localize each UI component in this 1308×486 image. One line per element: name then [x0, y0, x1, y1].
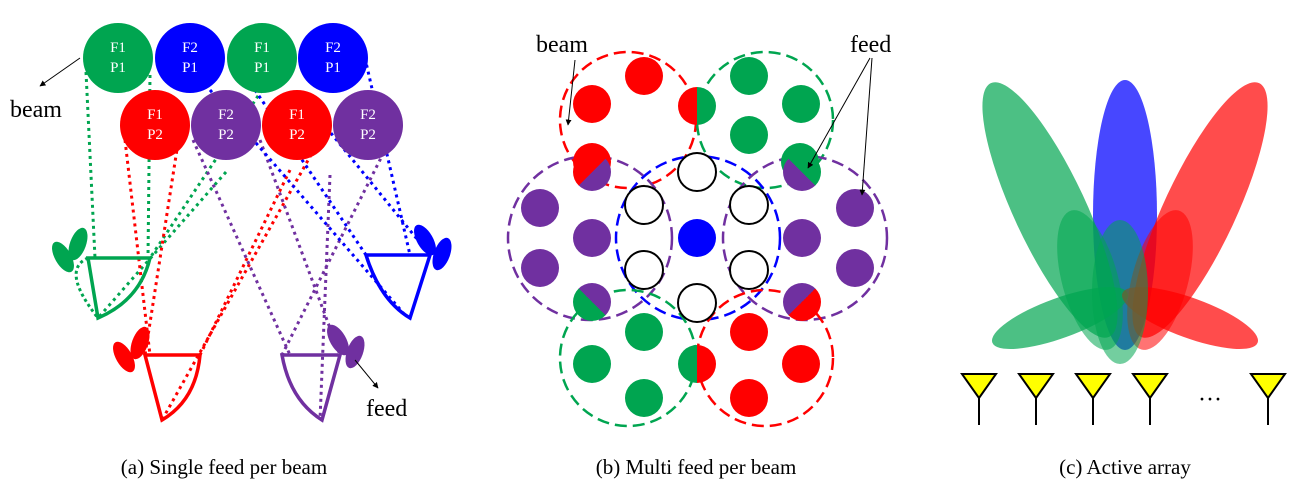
beam-freq: F2 — [360, 107, 376, 123]
beam-pol: P1 — [110, 60, 126, 76]
beam-freq: F2 — [325, 40, 341, 56]
caption-c: (c) Active array — [1059, 455, 1191, 479]
beam-circle: F2 P1 — [155, 23, 225, 93]
panel-single-feed: F1 P1 F2 P1 F1 P1 F2 P1 F1 — [10, 23, 452, 479]
radiation-lobes — [982, 80, 1268, 364]
beam-freq: F2 — [182, 40, 198, 56]
panel-active-array: ··· (c) Active array — [960, 80, 1287, 479]
beam-label: beam — [10, 97, 62, 123]
beam-pol: P1 — [325, 60, 341, 76]
feed-dots — [521, 57, 874, 417]
feed-arrow-b2 — [859, 57, 873, 196]
beam-freq: F1 — [110, 40, 126, 56]
beam-circle: F2 P1 — [298, 23, 368, 93]
antenna-element — [1017, 373, 1055, 425]
feed-arrow-b1 — [807, 57, 871, 169]
beam-circle: F1 P1 — [227, 23, 297, 93]
caption-a: (a) Single feed per beam — [121, 455, 327, 479]
reflector-blue — [363, 224, 452, 321]
beam-pol: P2 — [147, 127, 163, 143]
beam-pol: P2 — [289, 127, 305, 143]
beam-pol: P2 — [360, 127, 376, 143]
beam-circles-top: F1 P1 F2 P1 F1 P1 F2 P1 — [83, 23, 368, 93]
beam-circle: F2 P2 — [333, 90, 403, 160]
feed-arrow — [354, 359, 379, 389]
beam-pol: P1 — [254, 60, 270, 76]
beam-circle: F1 P2 — [120, 90, 190, 160]
reflector-green — [52, 227, 153, 321]
panel-multi-feed: beam feed (b) Multi feed per beam — [506, 32, 891, 479]
beam-arrow-b — [565, 59, 576, 126]
feed-label: feed — [366, 396, 407, 422]
beam-arrow — [39, 57, 81, 87]
antenna-element — [1074, 373, 1112, 425]
beam-label-b: beam — [536, 32, 588, 58]
feed-label-b: feed — [850, 32, 891, 58]
antenna-element — [960, 373, 998, 425]
lobe-green-center — [1092, 220, 1148, 364]
beam-freq: F1 — [147, 107, 163, 123]
caption-b: (b) Multi feed per beam — [596, 455, 797, 479]
beam-freq: F2 — [218, 107, 234, 123]
antenna-element — [1249, 373, 1287, 425]
beam-circle: F1 P1 — [83, 23, 153, 93]
ellipsis: ··· — [1198, 387, 1222, 413]
beam-freq: F1 — [289, 107, 305, 123]
antenna-elements — [960, 373, 1287, 425]
beam-freq: F1 — [254, 40, 270, 56]
beam-circle: F2 P2 — [191, 90, 261, 160]
antenna-element — [1131, 373, 1169, 425]
beam-pol: P1 — [182, 60, 198, 76]
reflector-red — [113, 326, 202, 423]
beam-circle: F1 P2 — [262, 90, 332, 160]
reflector-purple — [279, 324, 365, 423]
beam-pol: P2 — [218, 127, 234, 143]
beam-circles-bottom: F1 P2 F2 P2 F1 P2 F2 P2 — [120, 90, 403, 160]
